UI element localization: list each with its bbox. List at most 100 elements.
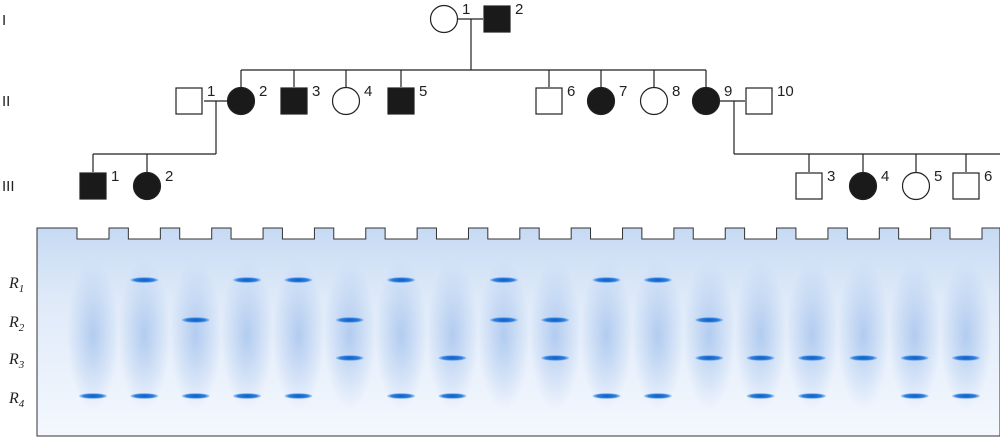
band-r3 (335, 355, 364, 361)
individual-number: 5 (419, 83, 427, 100)
lane-glow (169, 260, 222, 410)
band-r4 (900, 393, 929, 399)
individual-i-1: 1 (429, 1, 470, 34)
lane-glow (683, 260, 736, 410)
row-label-r2: R2 (8, 314, 25, 334)
band-r2 (541, 317, 570, 323)
individual-number: 2 (515, 1, 523, 18)
individual-ii-3: 3 (280, 83, 320, 115)
band-r4 (181, 393, 210, 399)
gel-lane-14 (746, 355, 775, 399)
band-r1 (284, 277, 313, 283)
individual-number: 4 (881, 168, 889, 185)
row-label-r3: R3 (8, 351, 25, 371)
individual-ii-6: 6 (535, 83, 575, 115)
gel-lane-6 (335, 317, 364, 361)
band-r3 (541, 355, 570, 361)
band-r1 (643, 277, 672, 283)
band-r4 (643, 393, 672, 399)
gel-lane-18 (952, 355, 980, 399)
unaffected-male-square (952, 172, 980, 200)
affected-male-square (79, 172, 107, 200)
gel-lane-4 (233, 277, 262, 399)
band-r1 (489, 277, 518, 283)
individual-number: 5 (934, 168, 942, 185)
lane-glow (67, 260, 119, 410)
band-r3 (952, 355, 980, 361)
band-r4 (438, 393, 467, 399)
generation-label-i: I (2, 12, 6, 29)
band-r1 (387, 277, 416, 283)
gel-lane-12 (643, 277, 672, 399)
gel-lane-2 (130, 277, 159, 399)
individual-number: 10 (777, 83, 794, 100)
band-r1 (233, 277, 262, 283)
unaffected-male-square (745, 87, 773, 115)
lane-glow (631, 260, 684, 410)
affected-male-square (387, 87, 415, 115)
band-r3 (849, 355, 878, 361)
band-r4 (592, 393, 621, 399)
lane-glow (888, 260, 941, 410)
band-r1 (130, 277, 159, 283)
individual-ii-4: 4 (331, 83, 372, 116)
band-r4 (130, 393, 159, 399)
affected-male-square (280, 87, 308, 115)
band-r2 (181, 317, 210, 323)
gel-lane-11 (592, 277, 621, 399)
gel-lane-7 (387, 277, 416, 399)
band-r2 (489, 317, 518, 323)
lane-glow (734, 260, 787, 410)
gel-lane-15 (797, 355, 826, 399)
individual-iii-1: 1 (79, 168, 119, 200)
band-r4 (952, 393, 980, 399)
individual-ii-9: 9 (691, 83, 732, 116)
unaffected-male-square (535, 87, 563, 115)
unaffected-male-square (175, 87, 203, 115)
individual-number: 6 (567, 83, 575, 100)
individual-i-2: 2 (483, 1, 523, 33)
gel-lane-3 (181, 317, 210, 399)
band-r4 (233, 393, 262, 399)
band-r4 (79, 393, 107, 399)
affected-female-circle (226, 86, 256, 116)
gel-lane-5 (284, 277, 313, 399)
band-r1 (592, 277, 621, 283)
individual-number: 1 (207, 83, 215, 100)
lane-glow (837, 260, 890, 410)
lane-glow (580, 260, 633, 410)
gel-lane-17 (900, 355, 929, 399)
gel-lane-10 (541, 317, 570, 361)
individual-iii-3: 3 (795, 168, 835, 200)
unaffected-female-circle (901, 171, 931, 201)
individual-iii-5: 5 (901, 168, 942, 201)
band-r4 (387, 393, 416, 399)
lane-glow (272, 260, 325, 410)
lane-glow (529, 260, 582, 410)
individual-ii-7: 7 (586, 83, 627, 116)
unaffected-female-circle (331, 86, 361, 116)
unaffected-male-square (795, 172, 823, 200)
individual-number: 1 (111, 168, 119, 185)
lane-glow (785, 260, 838, 410)
affected-male-square (483, 5, 511, 33)
lane-glow (375, 260, 428, 410)
individual-iii-4: 4 (848, 168, 889, 201)
gel-lane-8 (438, 355, 467, 399)
individual-number: 2 (259, 83, 267, 100)
individual-iii-6: 6 (952, 168, 992, 200)
band-r4 (797, 393, 826, 399)
individual-number: 3 (827, 168, 835, 185)
affected-female-circle (848, 171, 878, 201)
lane-glow (426, 260, 479, 410)
band-r3 (746, 355, 775, 361)
individual-number: 9 (724, 83, 732, 100)
row-label-r1: R1 (8, 275, 24, 295)
lane-glow (221, 260, 274, 410)
band-r2 (335, 317, 364, 323)
gel-lane-1 (79, 393, 107, 399)
individual-number: 6 (984, 168, 992, 185)
individual-number: 2 (165, 168, 173, 185)
band-r2 (695, 317, 724, 323)
